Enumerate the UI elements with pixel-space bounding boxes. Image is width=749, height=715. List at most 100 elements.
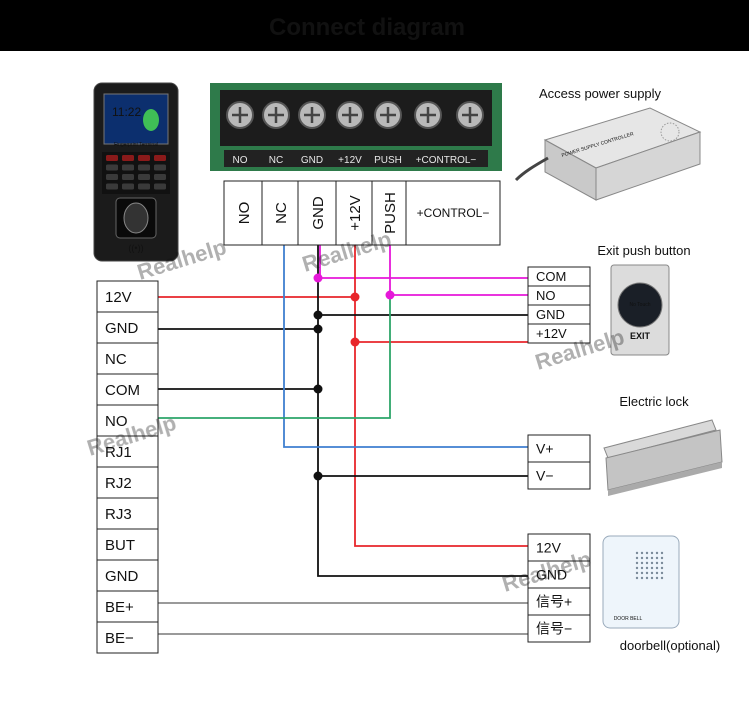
device-terminal-cell — [96, 466, 159, 499]
doorbell-terminal-cell — [527, 587, 591, 616]
grille-dot — [635, 576, 639, 580]
grille-dot — [640, 551, 644, 555]
grille-dot — [655, 571, 659, 575]
header-bar — [0, 0, 749, 51]
device-terminal-label: NC — [105, 351, 127, 368]
device-terminal-label: BUT — [105, 537, 135, 554]
lock-terminal-list: V+V− — [527, 434, 591, 490]
keypad-key — [106, 174, 118, 180]
terminal-keypad — [102, 152, 170, 194]
doorbell-terminal-cell — [527, 533, 591, 562]
grille-dot — [650, 556, 654, 560]
grille-dot — [650, 576, 654, 580]
doorbell-caption: doorbell(optional) — [620, 638, 720, 653]
keypad-key — [106, 155, 118, 161]
grille-dot — [660, 561, 664, 565]
exit-touch-text: No Touch — [629, 302, 650, 308]
doorbell-terminal-label: 信号− — [536, 621, 572, 637]
doorbell: DOOR BELL doorbell(optional) — [602, 535, 720, 653]
grille-dot — [645, 571, 649, 575]
junction-dots — [313, 273, 395, 481]
doorbell-device-text: DOOR BELL — [614, 616, 643, 622]
pcb-bar-label: +12V — [338, 155, 362, 166]
device-terminal-cell — [96, 559, 159, 592]
grille-dot — [640, 571, 644, 575]
junction-dot — [350, 292, 360, 302]
exit-button-touch — [617, 282, 663, 328]
grille-dot — [645, 561, 649, 565]
psu-terminal-label: GND — [536, 307, 565, 322]
psu-cable — [514, 156, 549, 182]
psu-terminal-label: COM — [536, 269, 566, 284]
wire-black-gnd-bus — [317, 245, 528, 577]
lock-terminal-cell — [527, 434, 591, 463]
device-terminal-label: COM — [105, 382, 140, 399]
pcb-bar-label: GND — [301, 155, 323, 166]
grille-dot — [645, 566, 649, 570]
grille-dot — [645, 576, 649, 580]
device-terminal-label: GND — [105, 568, 139, 585]
doorbell-terminal-label: 12V — [536, 540, 562, 556]
device-terminal-cell — [96, 528, 159, 561]
grille-dot — [640, 576, 644, 580]
exit-label: EXIT — [630, 331, 651, 341]
grille-dot — [640, 566, 644, 570]
device-terminal-cell — [96, 342, 159, 375]
wires — [158, 245, 528, 635]
power-supply-caption: Access power supply — [539, 86, 662, 101]
pcb-bar-label: PUSH — [374, 155, 402, 166]
device-terminal-label: BE− — [105, 630, 134, 647]
keypad-key — [138, 155, 150, 161]
grille-dot — [660, 571, 664, 575]
device-terminal-cell — [96, 280, 159, 313]
lock-terminal-cell — [527, 461, 591, 490]
electric-lock-caption: Electric lock — [619, 394, 689, 409]
device-terminal-label: GND — [105, 320, 139, 337]
psu-terminal-cell — [527, 323, 591, 344]
lock-magnet-edge — [608, 462, 722, 496]
grille-dot — [650, 551, 654, 555]
block-terminal-label: NC — [273, 202, 290, 224]
grille-dot — [635, 561, 639, 565]
device-terminal-cell — [96, 373, 159, 406]
rfid-icon: ((•)) — [128, 243, 143, 253]
keypad-key — [106, 164, 118, 171]
doorbell-terminal-cell — [527, 560, 591, 589]
device-terminal-label: 12V — [105, 289, 132, 306]
grille-dot — [635, 556, 639, 560]
pcb-bar-label: NO — [233, 155, 248, 166]
fingerprint-icon — [143, 109, 159, 131]
keypad-key — [154, 164, 166, 171]
doorbell-terminal-label: 信号+ — [536, 594, 572, 610]
device-terminal-cell — [96, 621, 159, 654]
device-terminal-label: BE+ — [105, 599, 134, 616]
keypad-key — [122, 155, 134, 161]
grille-dot — [650, 561, 654, 565]
junction-dot — [313, 384, 323, 394]
keypad-key — [154, 174, 166, 180]
grille-dot — [655, 561, 659, 565]
lock-terminal-label: V− — [536, 468, 554, 484]
device-terminal-cell — [96, 435, 159, 468]
block-terminal-label: NO — [236, 202, 253, 225]
grille-dot — [660, 576, 664, 580]
psu-side-face — [595, 131, 701, 201]
device-terminal-cell — [96, 311, 159, 344]
pcb-bar-label: NC — [269, 155, 283, 166]
keypad-key — [138, 164, 150, 171]
block-terminal-label: +12V — [347, 195, 364, 230]
keypad-key — [154, 183, 166, 190]
keypad-key — [138, 174, 150, 180]
keypad-key — [122, 183, 134, 190]
junction-dot — [313, 324, 323, 334]
pcb-label-bar — [224, 150, 488, 167]
device-terminal-label: RJ2 — [105, 475, 132, 492]
junction-dot — [313, 471, 323, 481]
grille-dot — [635, 571, 639, 575]
junction-dot — [385, 290, 395, 300]
